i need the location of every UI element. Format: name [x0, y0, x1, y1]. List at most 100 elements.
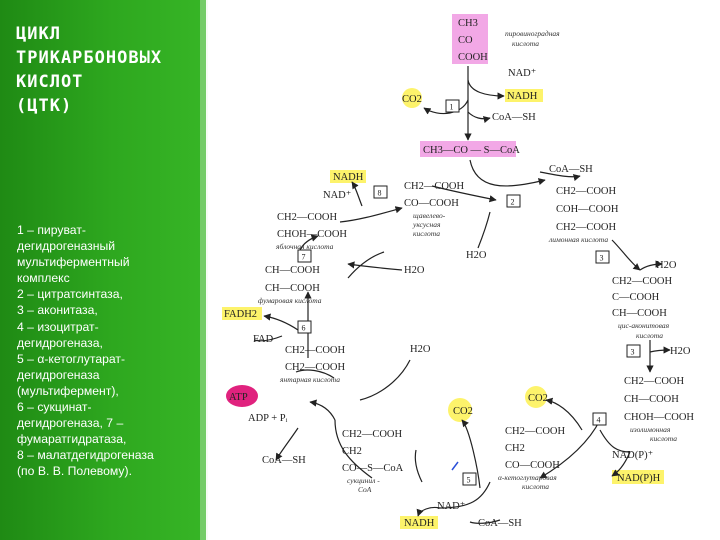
acetyl-coa-highlight: [420, 141, 516, 157]
coa-sh-label: CoA—SH: [492, 112, 536, 123]
enzyme-box: 4: [592, 412, 607, 426]
legend-line: дегидрогеназа: [17, 367, 100, 382]
formula-line: CH2—COOH: [404, 181, 465, 192]
oxaloacetate: CH2—COOH CO—COOH щавелево- уксусная кисл…: [404, 181, 465, 238]
pyruvate: CH3 CO COOH пировиноградная кислота: [458, 18, 560, 63]
enzyme-box: 2: [506, 194, 521, 208]
enzyme-box: 8: [373, 185, 388, 199]
formula-line: CHOH—COOH: [277, 229, 347, 240]
arrow: [309, 399, 336, 421]
fumarate: CH—COOH CH—COOH фумаровая кислота: [258, 265, 322, 305]
legend-line: (мультифермент),: [17, 383, 119, 398]
legend-line: комплекс: [17, 271, 70, 286]
formula-line: CH2—COOH: [342, 429, 403, 440]
coa-sh-label: CoA—SH: [478, 518, 522, 529]
formula-line: CH—COOH: [624, 394, 679, 405]
formula-line: C—COOH: [612, 292, 660, 303]
compound-name: сукцинил -: [347, 476, 380, 485]
compound-name: фумаровая кислота: [258, 296, 322, 305]
succinyl-coa: CH2—COOH CH2 CO—S—CoA сукцинил - CoA: [342, 429, 404, 494]
compound-name: кислота: [636, 331, 663, 340]
compound-name: лимонная кислота: [548, 235, 608, 244]
co2-label: CO2: [402, 94, 422, 105]
title-line: КИСЛОТ: [16, 72, 84, 92]
h2o-label: H2O: [670, 346, 691, 357]
nadh-highlight: [400, 516, 438, 529]
enzyme-box: 1: [445, 99, 460, 113]
compound-name: изолимонная: [630, 425, 671, 434]
pyruvate-highlight: [452, 14, 488, 64]
arrow: [611, 451, 631, 477]
enzyme-number: 6: [302, 324, 306, 333]
arrow: [295, 369, 335, 379]
legend-line: 3 – аконитаза,: [17, 303, 98, 318]
arrow: [649, 346, 671, 354]
adp-pi-label: ADP + Pᵢ: [248, 413, 288, 424]
enzyme-number: 7: [302, 253, 306, 262]
nadh-highlight: [505, 89, 543, 102]
acetyl-coa: CH3—CO — S—CoA: [423, 145, 520, 156]
co2-highlight: [525, 386, 547, 408]
arrow: [334, 419, 373, 479]
cis-aconitate: CH2—COOH C—COOH CH—COOH цис-аконитовая к…: [612, 276, 673, 340]
enzyme-box: 7: [297, 249, 312, 263]
nadh-highlight: [330, 170, 366, 183]
arrow: [414, 449, 423, 483]
arrow: [347, 261, 403, 271]
formula-line: CH3: [458, 18, 478, 29]
compound-name: CoA: [358, 485, 372, 494]
h2o-label: H2O: [466, 250, 487, 261]
formula-line: CHOH—COOH: [624, 412, 694, 423]
coa-sh-label: CoA—SH: [549, 164, 593, 175]
arrow: [467, 111, 491, 124]
legend-line: 5 – α-кетоглутарат-: [17, 351, 126, 366]
title-line: (ЦТК): [16, 96, 73, 116]
arrow: [539, 419, 601, 479]
arrow: [299, 234, 319, 251]
legend-line: дегидрогеназный: [17, 239, 116, 254]
compound-name: яблочная кислота: [275, 242, 334, 251]
enzyme-box: 3: [626, 344, 641, 358]
legend-line: дегидрогеназа,: [17, 335, 103, 350]
compound-name: кислота: [512, 39, 539, 48]
h2o-label: H2O: [656, 260, 677, 271]
nad-plus-label: NAD⁺: [437, 501, 466, 512]
compound-name: пировиноградная: [505, 29, 560, 38]
legend-line: 1 – пируват-: [17, 223, 86, 237]
formula-line: CH—COOH: [265, 265, 320, 276]
compound-name: щавелево-: [413, 211, 446, 220]
isocitrate: CH2—COOH CH—COOH CHOH—COOH изолимонная к…: [624, 376, 694, 443]
enzyme-box: 5: [462, 472, 477, 486]
legend-line: дегидрогеназа, 7 –: [17, 416, 124, 431]
arrow: [639, 260, 663, 271]
enzyme-number: 2: [511, 198, 515, 207]
formula-line: CH2—COOH: [277, 212, 338, 223]
compound-name: уксусная: [412, 220, 441, 229]
nadph-highlight: [612, 470, 664, 484]
formula-line: CO—COOH: [404, 198, 459, 209]
compound-name: кислота: [650, 434, 677, 443]
compound-name: кислота: [413, 229, 440, 238]
arrow: [339, 206, 403, 223]
formula-line: CH2—COOH: [556, 186, 617, 197]
formula-line: CH2—COOH: [505, 426, 566, 437]
title-line: ТРИКАРБОНОВЫХ: [16, 48, 163, 68]
alpha-ketoglutarate: CH2—COOH CH2 CO—COOH α-кетоглутаровая ки…: [498, 426, 566, 491]
arrow: [263, 313, 299, 331]
enzyme-number: 3: [600, 254, 604, 263]
fadh2-label: FADH2: [224, 309, 257, 320]
nadh-label: NADH: [404, 518, 435, 529]
legend-line: 4 – изоцитрат-: [17, 319, 99, 334]
legend-line: 8 – малатдегидрогеназа: [17, 448, 154, 463]
arrow: [359, 359, 411, 401]
enzyme-number: 4: [597, 416, 601, 425]
arrow: [469, 159, 546, 187]
arrow: [461, 419, 481, 489]
formula-line: CO—S—CoA: [342, 463, 404, 474]
formula-line: CH—COOH: [265, 283, 320, 294]
formula-line: CH2—COOH: [612, 276, 673, 287]
formula-line: CH2—COOH: [285, 362, 346, 373]
legend-line: 2 – цитратсинтаза,: [17, 287, 123, 302]
formula-line: CO: [458, 35, 473, 46]
